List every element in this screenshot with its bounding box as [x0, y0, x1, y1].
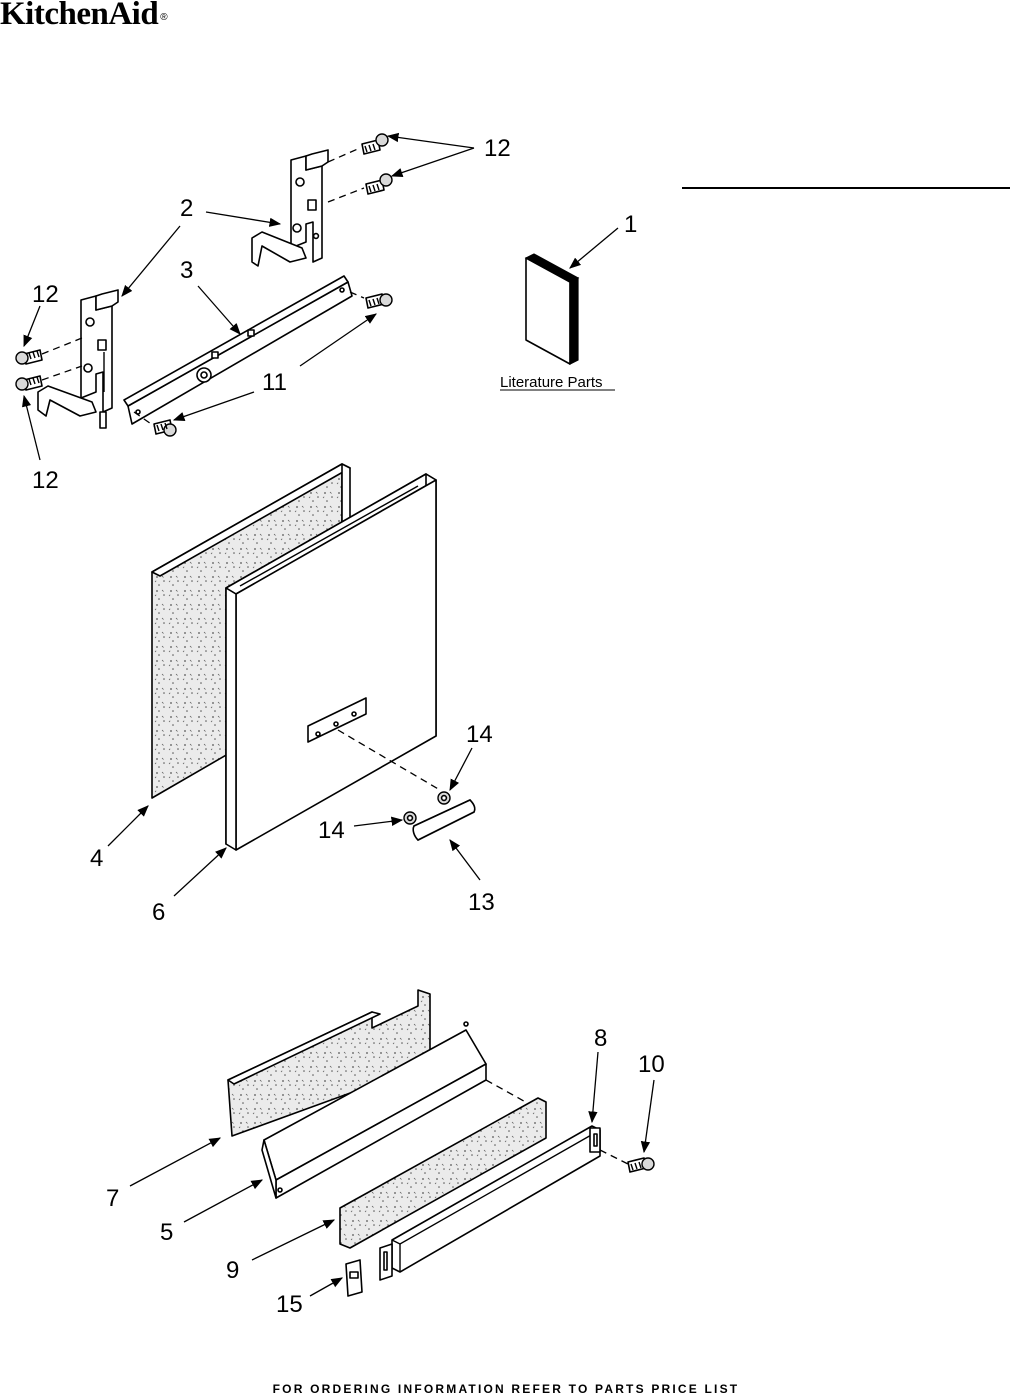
callout-5: 5 — [160, 1219, 173, 1246]
screw-left-lower — [16, 376, 42, 390]
nut-upper — [438, 792, 450, 804]
callout-12-left-upper: 12 — [32, 281, 59, 308]
nut-lower — [404, 812, 416, 824]
callout-11: 11 — [262, 369, 287, 396]
literature-parts-label: Literature Parts — [500, 374, 603, 391]
literature-booklet — [526, 254, 578, 364]
screw-toe-kick — [628, 1158, 654, 1172]
ordering-info-footer: FOR ORDERING INFORMATION REFER TO PARTS … — [0, 1382, 1012, 1396]
lower-mounting-bracket — [38, 290, 118, 428]
screw-top-upper — [362, 134, 388, 154]
screw-left-upper — [16, 350, 42, 364]
callout-12-left-lower: 12 — [32, 467, 59, 494]
upper-mounting-bracket — [252, 150, 328, 266]
cross-brace — [124, 276, 352, 424]
toe-kick-clip — [346, 1260, 362, 1296]
screw-top-lower — [366, 174, 392, 194]
callout-10: 10 — [638, 1051, 665, 1078]
callout-14-lower: 14 — [318, 817, 345, 844]
callout-2: 2 — [180, 195, 193, 222]
callout-8: 8 — [594, 1025, 607, 1052]
callout-14-upper: 14 — [466, 721, 493, 748]
toe-kick-grille-end — [380, 1244, 392, 1280]
screw-brace-left — [154, 420, 176, 436]
callout-6: 6 — [152, 899, 165, 926]
callout-9: 9 — [226, 1257, 239, 1284]
door-handle — [413, 800, 475, 840]
screw-brace-right — [366, 294, 392, 308]
callout-15: 15 — [276, 1291, 303, 1318]
callout-7: 7 — [106, 1185, 119, 1212]
callout-12-top: 12 — [484, 135, 511, 162]
callout-13: 13 — [468, 889, 495, 916]
callout-1: 1 — [624, 211, 637, 238]
callout-4: 4 — [90, 845, 103, 872]
callout-3: 3 — [180, 257, 193, 284]
